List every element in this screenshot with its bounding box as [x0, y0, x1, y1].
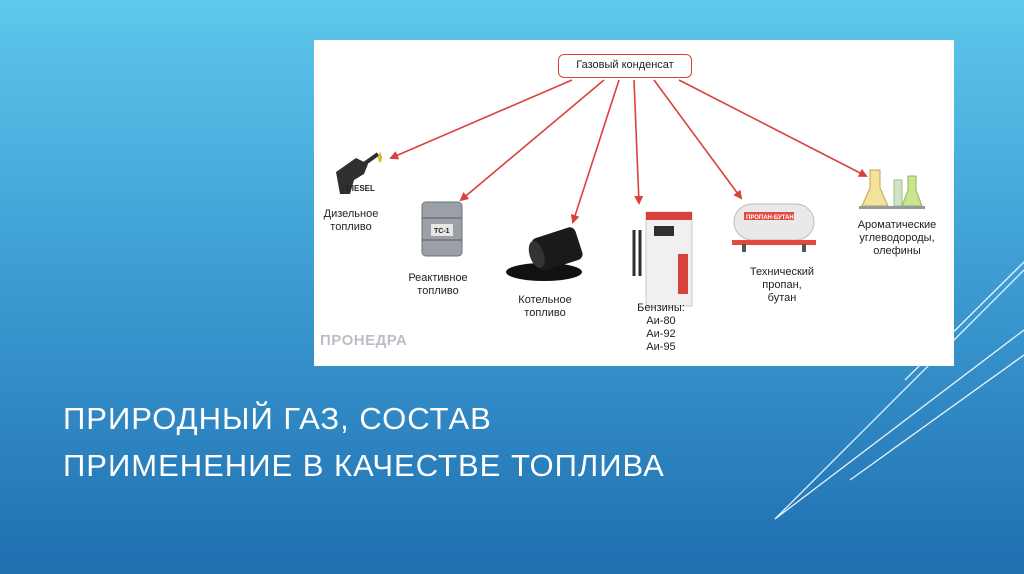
- fuel-dispenser-icon: [632, 211, 693, 307]
- connector-arrows: [389, 79, 868, 224]
- lab-flasks-icon: [859, 169, 925, 209]
- node-label-gasoline: Бензины: Аи-80 Аи-92 Аи-95: [637, 302, 685, 353]
- fuel-nozzle-icon: DIESEL: [336, 152, 382, 194]
- slide-title: ПРИРОДНЫЙ ГАЗ, СОСТАВ ПРИМЕНЕНИЕ В КАЧЕС…: [63, 395, 763, 489]
- jet-icon-text: ТС-1: [434, 228, 450, 235]
- arrow-jet: [459, 79, 605, 202]
- propane-icon-text: ПРОПАН-БУТАН: [746, 215, 794, 221]
- spilled-oil-barrel-icon: [506, 227, 583, 281]
- arrow-propane: [653, 79, 743, 200]
- node-label-diesel: Дизельное топливо: [323, 208, 379, 233]
- node-label-aromatics: Ароматические углеводороды, олефины: [857, 219, 937, 257]
- watermark: ПРОНЕДРА: [320, 332, 408, 349]
- arrow-gasoline: [633, 79, 644, 205]
- root-node: Газовый конденсат: [558, 54, 692, 78]
- slide-title-line-1: ПРИРОДНЫЙ ГАЗ, СОСТАВ: [63, 401, 492, 436]
- diagram-canvas: DIESEL ТС-1: [336, 79, 925, 307]
- gas-tank-icon: ПРОПАН-БУТАН: [732, 203, 816, 252]
- arrow-aromatics: [678, 79, 868, 177]
- arrow-boiler: [570, 79, 620, 224]
- node-label-jet: Реактивное топливо: [408, 272, 468, 297]
- diesel-icon-text: DIESEL: [346, 184, 375, 193]
- node-label-boiler: Котельное топливо: [518, 294, 572, 319]
- fuel-barrel-icon: ТС-1: [421, 201, 463, 257]
- diagram-panel: DIESEL ТС-1: [314, 40, 954, 366]
- arrow-diesel: [389, 79, 573, 160]
- node-label-propane: Технический пропан, бутан: [749, 266, 815, 304]
- slide-title-line-2: ПРИМЕНЕНИЕ В КАЧЕСТВЕ ТОПЛИВА: [63, 448, 665, 483]
